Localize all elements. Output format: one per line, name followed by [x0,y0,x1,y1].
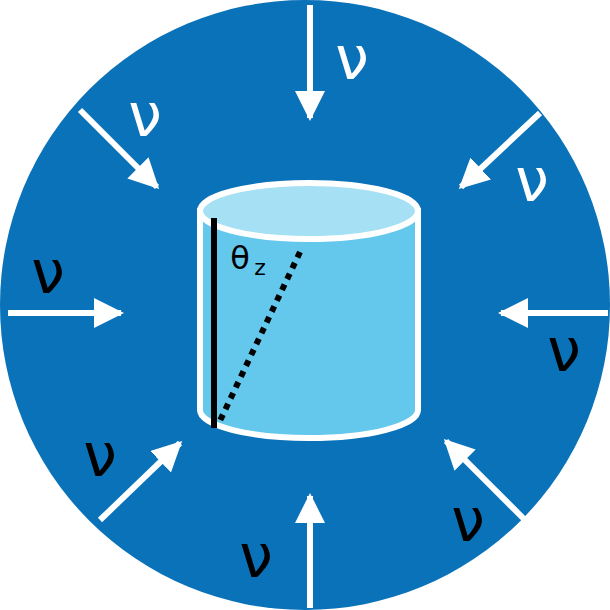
flow-symbol: ν [335,28,369,88]
flow-symbol: ν [451,490,485,550]
flow-symbol: ν [31,242,65,302]
flow-symbol: ν [239,526,273,586]
angle-symbol: θ [230,242,250,274]
flow-symbol: ν [515,150,549,210]
tilt-line [218,252,300,425]
cylinder [200,183,418,438]
flow-symbol: ν [128,85,162,145]
angle-subscript: z [254,257,266,279]
flow-arrows [8,5,608,608]
flow-symbol: ν [547,320,581,380]
axis-line [211,218,217,428]
flow-symbol: ν [83,425,117,485]
